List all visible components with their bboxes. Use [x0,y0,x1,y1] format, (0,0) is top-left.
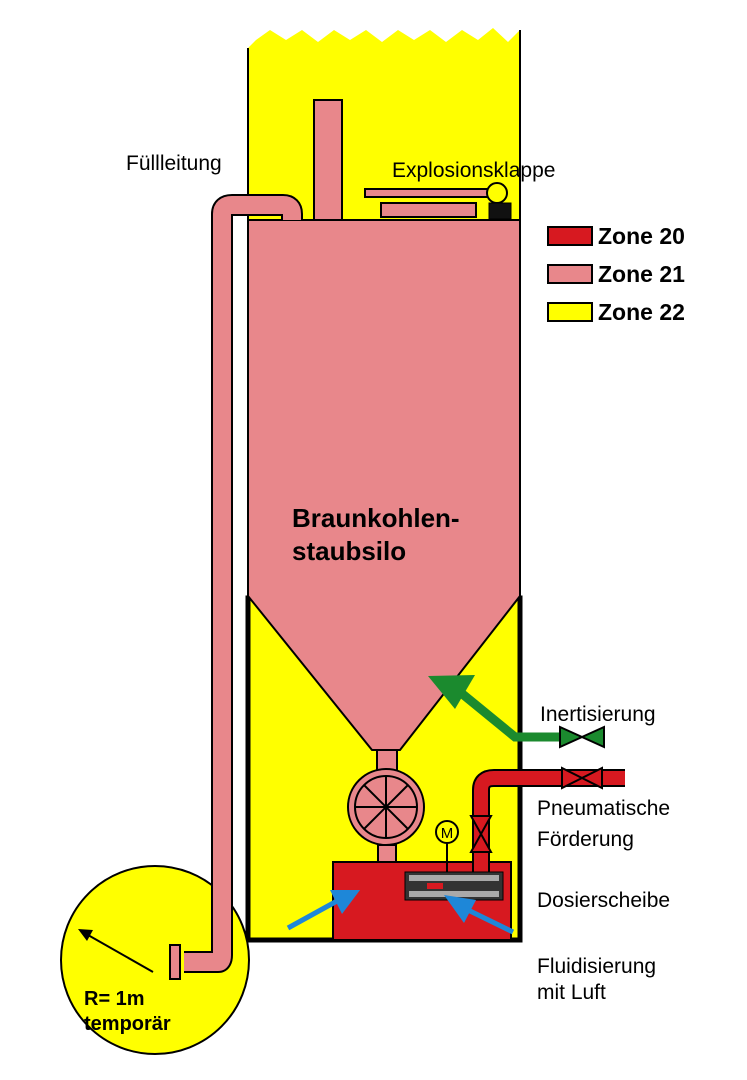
legend-swatch-zone20 [547,226,593,246]
inerting-valve [559,725,605,749]
fill-pipe-connector [169,944,181,980]
vertical-valve [469,815,493,853]
dosing-disc-label: Dosierscheibe [537,889,670,912]
radius-label-line1: R= 1m [84,988,145,1010]
motor-label: M [441,825,454,842]
rotary-valve-outlet [377,844,397,864]
motor-symbol [435,820,459,872]
fluidization-label-line1: Fluidisierung [537,955,656,978]
zone22-radius-circle [60,865,250,1055]
legend-label-zone22: Zone 22 [598,299,685,325]
fluidization-arrow-left [286,890,360,931]
silo-body [247,219,521,751]
fill-pipe [184,196,301,971]
pneumatic-label-line1: Pneumatische [537,797,670,820]
legend-swatch-zone21 [547,264,593,284]
vent-pipe [313,99,343,221]
pneumatic-valve [561,766,603,790]
legend-swatch-zone22 [547,302,593,322]
pneumatic-pipe [474,771,625,880]
legend: Zone 20 Zone 21 Zone 22 [547,223,685,325]
fluidization-label-line2: mit Luft [537,981,606,1004]
fluidization-arrow-right [444,895,515,935]
rotary-valve [347,768,425,846]
explosion-flap [364,182,512,220]
explosion-flap-label: Explosionsklappe [392,159,555,182]
pneumatic-label-line2: Förderung [537,828,634,851]
legend-label-zone21: Zone 21 [598,261,685,287]
radius-label-line2: temporär [84,1013,171,1035]
inerting-arrow [428,675,560,742]
inerting-label: Inertisierung [540,703,656,726]
dosing-disc [404,871,504,901]
silo-label-line1: Braunkohlen- [292,503,460,533]
silo-label-line2: staubsilo [292,536,406,566]
legend-label-zone20: Zone 20 [598,223,685,249]
radius-arrow [78,929,154,973]
fill-line-label: Füllleitung [126,152,222,175]
